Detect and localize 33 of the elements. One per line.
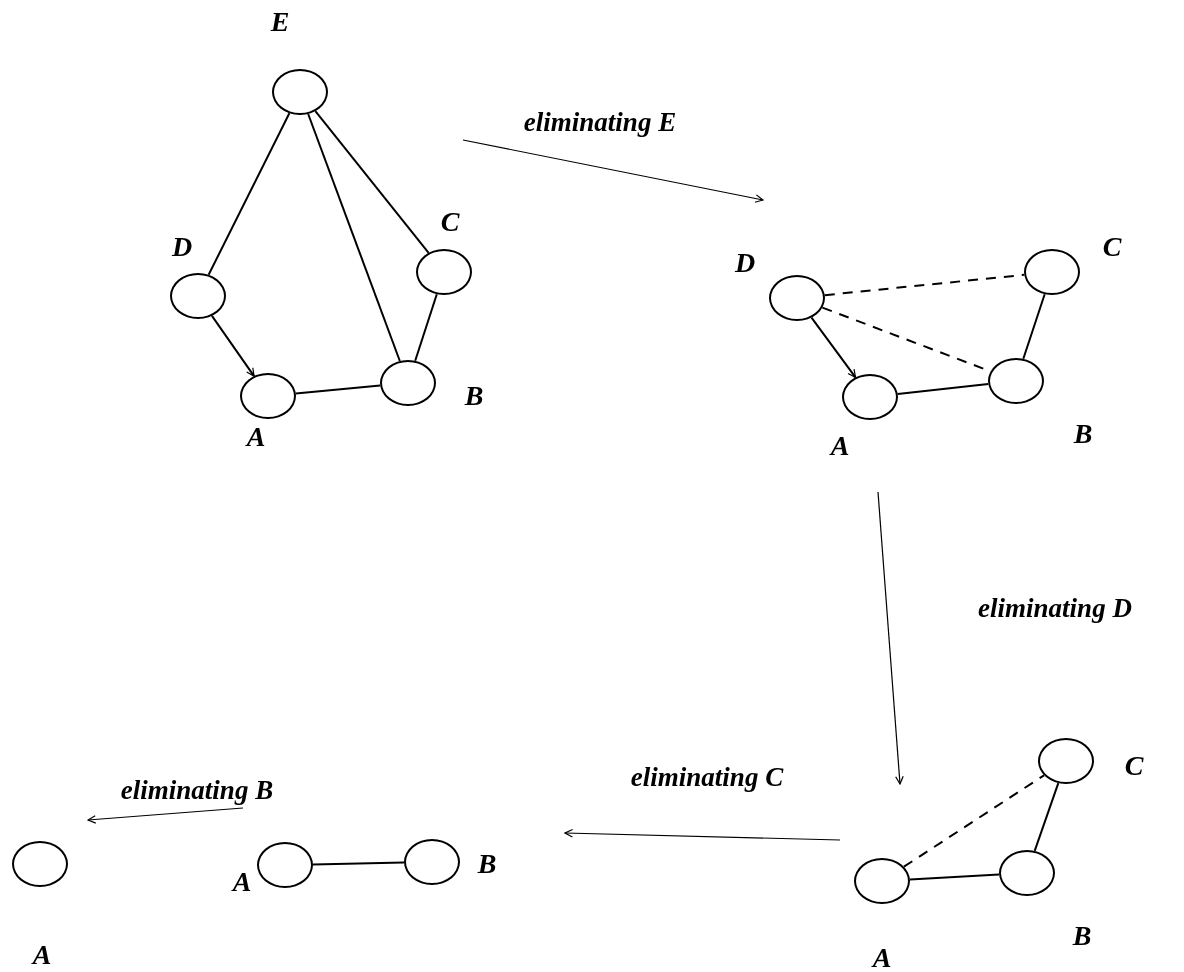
graph-edge [294,384,382,395]
step-label: eliminating C [630,763,784,791]
graph-edge [307,113,401,362]
node-label: E [270,8,290,36]
node-label: D [734,249,756,277]
node-label: C [440,208,460,236]
graph-edge [1022,293,1046,360]
graph-edge [908,873,1001,881]
node-label: B [1072,922,1092,950]
dashed-edge [902,774,1046,868]
graph-edge [1033,782,1060,852]
dashed-edge [823,273,1026,297]
node-label: A [32,941,52,969]
node-label: B [477,850,497,878]
node-label: B [1073,420,1093,448]
graph-edge [314,110,430,254]
graph-edge [810,316,857,379]
step-label: eliminating E [523,108,677,136]
node-label: D [171,233,193,261]
graph-edge [210,314,256,378]
graph-edge [414,293,438,362]
step-label: eliminating D [978,594,1132,622]
graph-edge [207,112,291,276]
node-label: A [232,868,252,896]
node-label: C [1124,752,1144,780]
graph-edge [896,383,990,395]
node-label: A [246,423,266,451]
node-label: B [464,382,484,410]
step-label: eliminating B [120,776,274,804]
node-label: A [830,432,850,460]
graph-edge [312,861,405,866]
node-label: C [1102,233,1122,261]
node-label: A [872,944,892,972]
